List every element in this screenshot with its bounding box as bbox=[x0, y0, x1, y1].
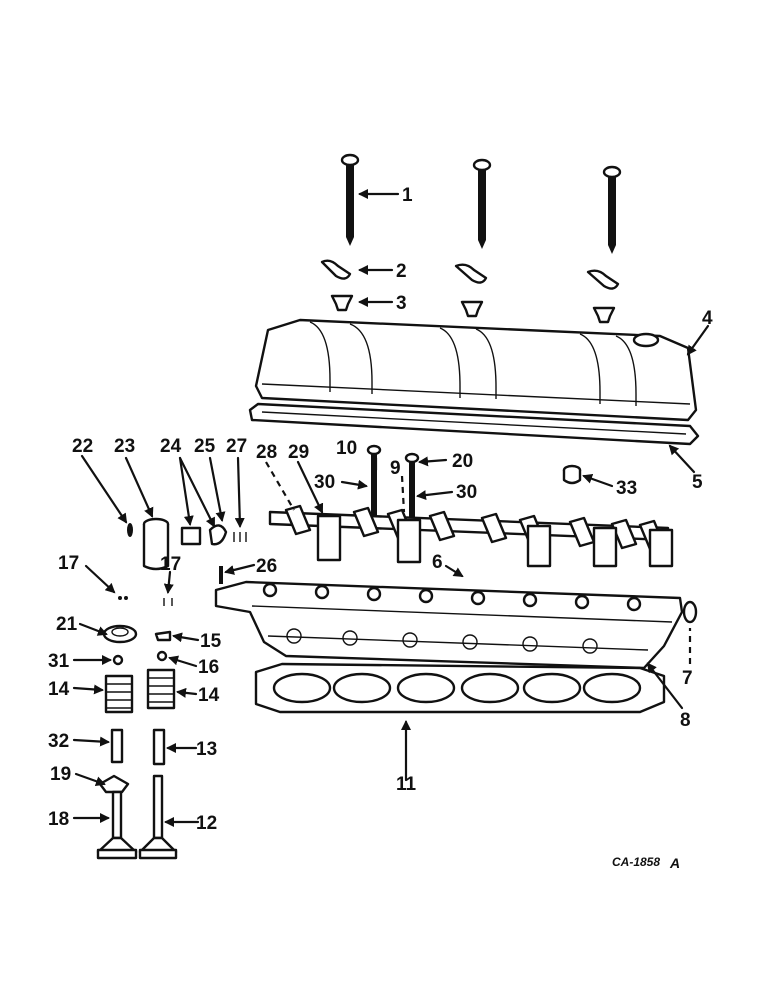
cylinder-head bbox=[214, 580, 684, 670]
valve-train-right bbox=[138, 630, 178, 860]
callout-13: 13 bbox=[196, 739, 217, 760]
callout-17-left: 17 bbox=[58, 553, 79, 574]
key-17b bbox=[163, 598, 173, 606]
callout-32: 32 bbox=[48, 731, 69, 752]
callout-26: 26 bbox=[256, 556, 277, 577]
callout-23: 23 bbox=[114, 436, 135, 457]
drawing-code: CA-1858 bbox=[612, 855, 660, 869]
head-ports bbox=[286, 628, 598, 654]
callout-14-left: 14 bbox=[48, 679, 70, 700]
key-17a bbox=[124, 596, 128, 600]
guide-32 bbox=[110, 728, 124, 764]
callout-20: 20 bbox=[452, 451, 473, 472]
callout-4: 4 bbox=[702, 308, 713, 329]
cover-bolt bbox=[340, 153, 360, 246]
callout-31: 31 bbox=[48, 651, 70, 672]
plug-22 bbox=[127, 523, 133, 537]
seal-31 bbox=[112, 654, 124, 666]
callout-5: 5 bbox=[692, 472, 703, 493]
seal-16 bbox=[156, 650, 168, 662]
callout-28: 28 bbox=[256, 442, 277, 463]
callout-24: 24 bbox=[160, 436, 182, 457]
plug-7 bbox=[682, 600, 698, 624]
hold-down-clips bbox=[320, 259, 620, 290]
spring-14-right bbox=[146, 668, 176, 710]
callout-30-right: 30 bbox=[456, 482, 477, 503]
rocker-shaft-bolts bbox=[366, 444, 420, 522]
shield-19 bbox=[98, 774, 130, 794]
rocker-shaft-assembly bbox=[268, 504, 674, 568]
spring-24 bbox=[180, 526, 202, 546]
cover-bolts bbox=[340, 153, 622, 254]
spacer-23 bbox=[142, 517, 170, 571]
spring-14-left bbox=[104, 674, 134, 714]
callout-27: 27 bbox=[226, 436, 247, 457]
callout-14-right: 14 bbox=[198, 685, 220, 706]
head-gasket bbox=[254, 662, 666, 714]
grommets bbox=[330, 294, 616, 324]
pin-26 bbox=[219, 566, 223, 584]
rocker-brackets bbox=[316, 514, 674, 568]
callout-16: 16 bbox=[198, 657, 219, 678]
drawing-revision: A bbox=[669, 855, 680, 871]
callout-7: 7 bbox=[682, 668, 693, 689]
pin-27 bbox=[233, 532, 247, 542]
callout-10: 10 bbox=[336, 438, 357, 459]
guide-13 bbox=[152, 728, 166, 766]
callout-15: 15 bbox=[200, 631, 222, 652]
plug-33 bbox=[562, 464, 582, 485]
cover-bolt bbox=[472, 158, 492, 249]
callout-17-right: 17 bbox=[160, 554, 181, 575]
leader-lines bbox=[72, 189, 710, 827]
valve-18 bbox=[96, 790, 138, 860]
callout-9: 9 bbox=[390, 458, 401, 479]
callout-18: 18 bbox=[48, 809, 69, 830]
cover-bolt bbox=[602, 165, 622, 254]
head-valve-bosses bbox=[262, 582, 642, 612]
callout-3: 3 bbox=[396, 293, 407, 314]
washer-24 bbox=[208, 524, 228, 546]
callout-29: 29 bbox=[288, 442, 309, 463]
callout-21: 21 bbox=[56, 614, 78, 635]
callout-1: 1 bbox=[402, 185, 413, 206]
valve-cover bbox=[254, 318, 698, 422]
callout-6: 6 bbox=[432, 552, 443, 573]
valve-cover-gasket bbox=[248, 402, 700, 446]
callout-19: 19 bbox=[50, 764, 71, 785]
key-17a bbox=[118, 596, 122, 600]
callout-labels: 1 2 3 4 5 6 7 8 9 10 11 12 13 14 14 15 1… bbox=[48, 185, 713, 834]
callout-11: 11 bbox=[396, 774, 417, 795]
callout-22: 22 bbox=[72, 436, 93, 457]
shaft-small-parts bbox=[118, 517, 247, 606]
callout-33: 33 bbox=[616, 478, 637, 499]
rotator-21 bbox=[102, 624, 138, 644]
callout-8: 8 bbox=[680, 710, 691, 731]
valve-12 bbox=[138, 774, 178, 860]
retainer-15 bbox=[154, 630, 172, 642]
callout-2: 2 bbox=[396, 261, 407, 282]
callout-30-left: 30 bbox=[314, 472, 335, 493]
callout-12: 12 bbox=[196, 813, 217, 834]
gasket-bores bbox=[272, 672, 642, 704]
callout-25: 25 bbox=[194, 436, 216, 457]
